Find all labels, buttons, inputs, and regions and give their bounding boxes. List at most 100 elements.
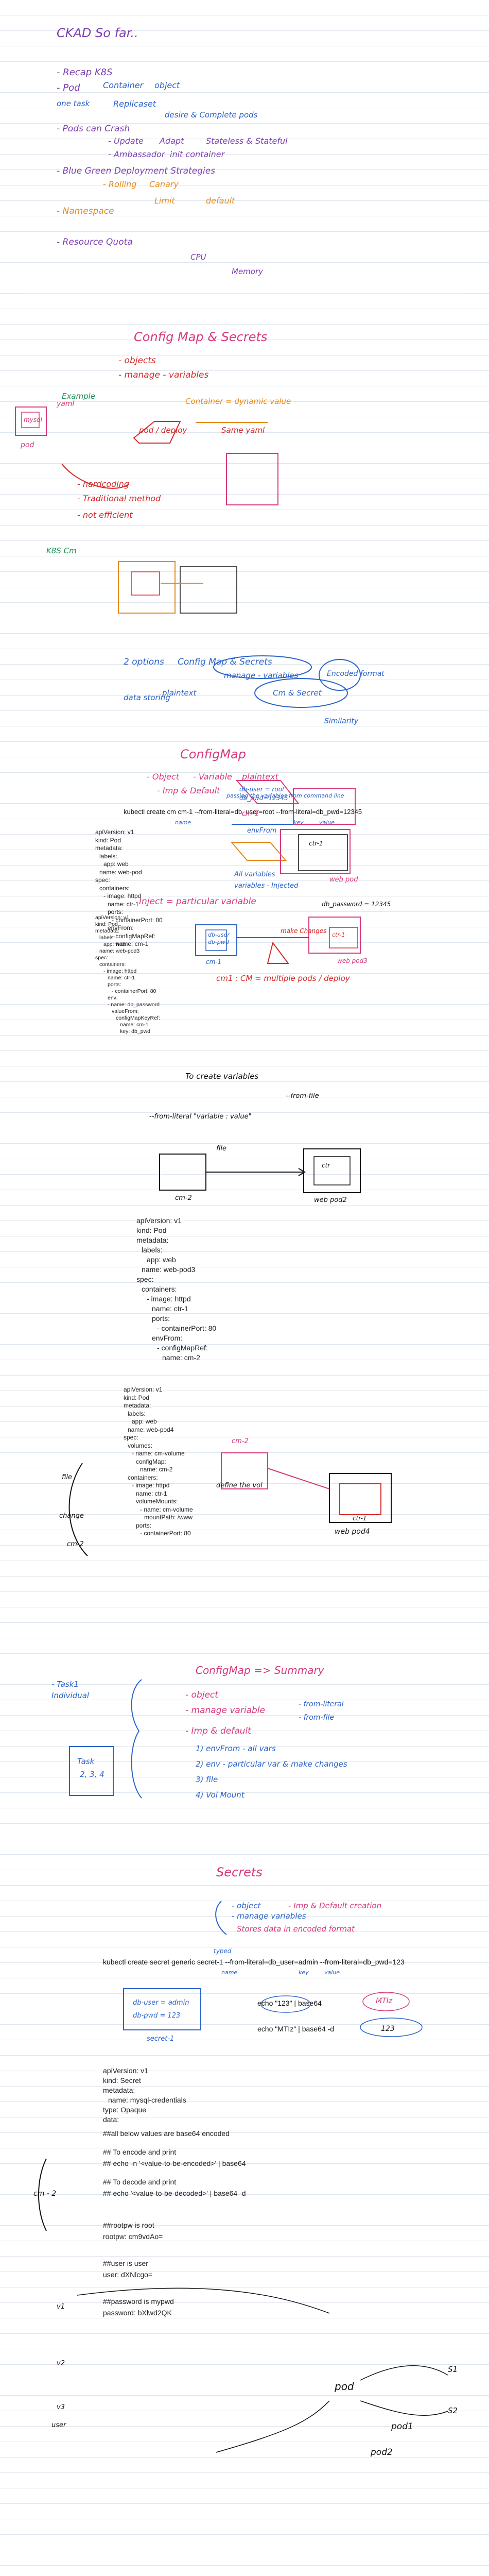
inject-label: db_password = 12345	[322, 901, 391, 908]
cms-line: - manage - variables	[118, 370, 209, 380]
summary-line: 4) Vol Mount	[196, 1790, 244, 1800]
recap-line: desire & Complete pods	[165, 110, 258, 120]
secrets-side: user	[51, 2421, 66, 2429]
secrets-encode: echo "MTIz" | base64 -d	[257, 2025, 334, 2033]
recap-line: one task	[57, 99, 90, 108]
configmap-summary: - Variable	[193, 772, 232, 782]
secrets-annotation: value	[324, 1969, 340, 1976]
recap-line: Replicaset	[113, 99, 156, 109]
cms-line: - Traditional method	[77, 494, 161, 503]
inject-label: web pod3	[337, 957, 368, 964]
file-line: ctr	[322, 1162, 330, 1169]
configmap-label: variables - Injected	[234, 882, 299, 890]
cms-line: mysql	[24, 416, 42, 423]
cms-line: - not efficient	[77, 510, 133, 520]
file-line: web pod2	[314, 1196, 347, 1204]
configmap-annotation: key	[293, 819, 304, 826]
summary-task: 2, 3, 4	[80, 1770, 104, 1779]
cms-line: plaintext	[162, 688, 197, 698]
recap-line: - Ambassador	[108, 149, 165, 159]
recap-line: - Recap K8S	[57, 67, 113, 78]
configmap-label: envFrom	[247, 827, 277, 835]
summary-task: Individual	[51, 1691, 90, 1700]
recap-line: CPU	[190, 252, 206, 262]
recap-line: - Namespace	[57, 206, 114, 216]
summary-line: 1) envFrom - all vars	[196, 1744, 276, 1753]
secrets-side: cm - 2	[33, 2190, 57, 2198]
recap-line: object	[154, 80, 180, 90]
recap-line: - Update	[108, 136, 144, 146]
cms-line: K8S Cm	[46, 546, 77, 555]
secrets-comments: ##all below values are base64 encoded ##…	[103, 2129, 246, 2317]
secrets-encode: 123	[381, 2025, 395, 2033]
secrets-annotation: key	[299, 1969, 309, 1976]
secrets-intro: - object	[232, 1901, 261, 1910]
summary-line: 3) file	[196, 1775, 218, 1784]
summary-line: - from-literal	[299, 1700, 344, 1708]
cms-line: - hardcoding	[77, 479, 130, 489]
volume-label: define the vol	[216, 1482, 263, 1489]
cms-line: pod / deploy	[139, 426, 187, 435]
cms-line: pod	[21, 441, 34, 449]
configmap-annotation: value	[319, 819, 335, 826]
volume-label: ctr-1	[353, 1515, 367, 1522]
inject-label: cm1 : CM = multiple pods / deploy	[216, 974, 350, 983]
cms-line: manage - variables	[224, 671, 299, 680]
configmap-label: cm-1	[242, 810, 259, 818]
configmap-annotation: name	[175, 819, 191, 826]
configmap-label: web pod	[329, 876, 358, 884]
inject-heading: Inject = particular variable	[139, 896, 256, 907]
secrets-side: S2	[448, 2406, 458, 2415]
configmap-summary: plaintext	[242, 772, 278, 782]
recap-line: - Pod	[57, 82, 80, 93]
recap-title: CKAD So far..	[57, 26, 138, 40]
file-line: --from-literal "variable : value"	[149, 1113, 252, 1121]
summary-line: - from-file	[299, 1714, 334, 1722]
volume-label: web pod4	[335, 1528, 370, 1536]
cms-line: Config Map & Secrets	[178, 657, 272, 667]
cms-line: Example	[62, 392, 96, 401]
configmap-title: ConfigMap	[180, 747, 247, 761]
recap-line: Adapt	[160, 136, 184, 146]
cms-line: Same yaml	[221, 426, 265, 435]
summary-line: - manage variable	[185, 1705, 265, 1716]
inject-label: db-pwd	[208, 939, 229, 945]
recap-line: default	[206, 196, 235, 206]
summary-line: - Imp & default	[185, 1726, 251, 1736]
summary-line: 2) env - particular var & make changes	[196, 1759, 347, 1769]
volume-label: change	[59, 1512, 84, 1520]
secrets-intro: Stores data in encoded format	[237, 1924, 355, 1934]
configmap-summary: - Imp & Default	[157, 786, 220, 795]
configmap-summary: - Object	[147, 772, 179, 782]
configmap-label: ctr-1	[309, 840, 323, 847]
recap-line: - Pods can Crash	[57, 124, 130, 134]
secrets-typed-label: typed	[214, 1947, 232, 1955]
secrets-side: pod2	[371, 2447, 393, 2458]
volume-label: cm-2	[232, 1437, 249, 1445]
recap-line: Memory	[232, 267, 264, 276]
summary-title: ConfigMap => Summary	[196, 1664, 324, 1676]
secrets-intro: - Imp & Default creation	[288, 1901, 382, 1910]
cms-line: Cm & Secret	[273, 688, 322, 698]
recap-line: - Rolling	[103, 179, 137, 189]
configmap-label: db-user = root	[239, 786, 285, 793]
secrets-title: Secrets	[216, 1865, 263, 1879]
cms-line: - objects	[118, 355, 156, 366]
inject-label: cm-1	[206, 958, 222, 965]
secrets-side: pod	[335, 2380, 354, 2393]
volume-label: cm-2	[67, 1540, 84, 1548]
cms-line: Similarity	[324, 717, 359, 725]
file-heading: To create variables	[185, 1072, 259, 1081]
summary-task: Task	[77, 1757, 95, 1766]
secrets-box: db-user = admin	[133, 1999, 189, 2007]
recap-line: Limit	[154, 196, 175, 206]
configmap-label: All variables	[234, 871, 275, 878]
inject-label: make Changes	[281, 927, 327, 935]
recap-line: Stateless & Stateful	[206, 136, 288, 146]
recap-line: Container	[103, 80, 144, 90]
file-line: cm-2	[175, 1194, 192, 1202]
secrets-side: v2	[57, 2360, 65, 2367]
